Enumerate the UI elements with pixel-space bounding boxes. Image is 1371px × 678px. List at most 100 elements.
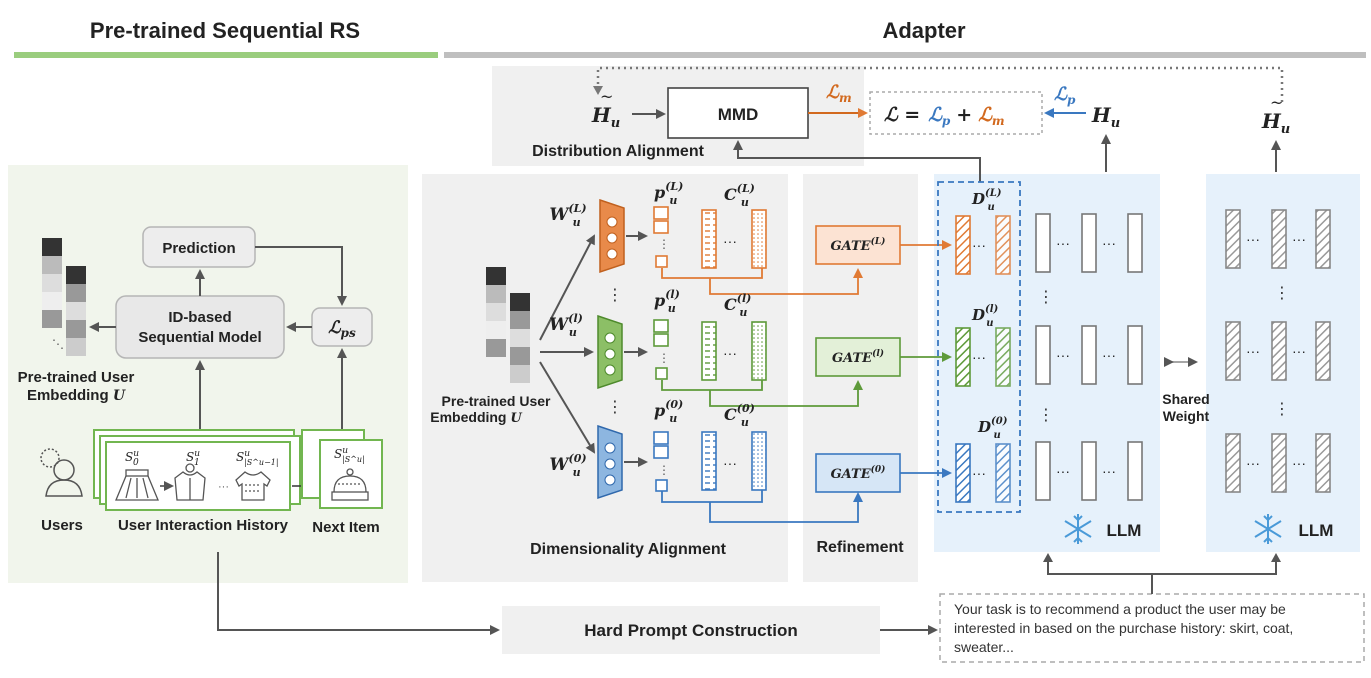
middle-embedding-label-2: Embedding U (430, 409, 522, 426)
arrow-prompt-to-llms (1047, 558, 1277, 594)
d-vectors-dashed-box (937, 181, 1021, 513)
gate-0-label: GATE(0) (831, 464, 886, 482)
llm1-hidden-vectors (1035, 213, 1143, 501)
llm1-dots-1a: ··· (1056, 235, 1070, 251)
gate-L-box (815, 225, 901, 265)
w-0-label: W(0)u (549, 452, 586, 479)
d-l-dots: ··· (972, 349, 986, 365)
prompt-text-box (939, 593, 1365, 663)
seq-ellipsis: ··· (218, 481, 229, 493)
arrow-emb-to-wL (539, 234, 595, 341)
snowflake-icon-2 (1254, 514, 1282, 544)
h-tilde-left: Hu (591, 103, 620, 131)
p-0-label: p(0)u (654, 398, 683, 425)
mmd-label: MMD (718, 105, 759, 124)
d-l-bar-1 (955, 327, 971, 387)
snowflake-icon-1 (1064, 514, 1092, 544)
prompt-text-line-1: Your task is to recommend a product the … (954, 601, 1286, 617)
coat-icon (174, 463, 206, 501)
p-l-label: p(l)u (654, 288, 680, 315)
loss-p-label: ℒp (1054, 84, 1076, 107)
left-embedding-ellipsis: ⋱ (52, 337, 64, 351)
w-L-label: W(L)u (549, 202, 586, 229)
arrow-prediction-to-loss (255, 246, 347, 306)
llm2-vdots-2: ⋮ (1274, 401, 1290, 418)
llm2-dots-2a: ··· (1246, 343, 1260, 359)
middle-embedding-icon (486, 267, 530, 383)
arrow-d-to-mmd (733, 140, 981, 182)
loss-m-label: ℒm (826, 82, 852, 105)
llm-2-label: LLM (1299, 521, 1334, 540)
llm2-hidden-vectors (1225, 209, 1331, 493)
gate-0-box (815, 453, 901, 493)
c-l-label: C(l)u (724, 292, 751, 319)
svg-text:⋮: ⋮ (658, 351, 670, 365)
h-tilde-right: Hu (1261, 109, 1290, 137)
history-label: User Interaction History (118, 517, 289, 534)
llm2-dots-1a: ··· (1246, 231, 1260, 247)
left-section-bar (14, 52, 438, 58)
loss-ps-label: ℒps (328, 318, 356, 340)
adapter-layer-0: W(0)u p(0)u ⋮ C(0)u ··· (549, 398, 863, 523)
vdots-middle-2: ⋮ (607, 399, 623, 416)
seq-item-2-label: Su|S^u−1| (236, 449, 279, 467)
middle-embedding-label-1: Pre-trained User (442, 393, 551, 409)
prompt-text-line-3: sweater... (954, 639, 1014, 655)
d-0-bar-1 (955, 443, 971, 503)
llm1-vdots-1: ⋮ (1038, 289, 1054, 306)
adapter-layer-l: W(l)u p(l)u ⋮ C(l)u ··· (549, 288, 863, 407)
gate-l-label: GATE(l) (832, 348, 884, 366)
sequential-model-label-2: Sequential Model (138, 329, 261, 346)
right-section-title: Adapter (882, 18, 966, 43)
next-frame (319, 439, 383, 509)
svg-text:···: ··· (723, 345, 737, 361)
sequential-model-box (115, 295, 285, 359)
d-0-bar-2 (995, 443, 1011, 503)
svg-text:···: ··· (723, 455, 737, 471)
seq-next-label: Su|S^u| (334, 446, 365, 464)
w-l-label: W(l)u (549, 312, 583, 339)
history-frame (105, 441, 291, 511)
llm2-vdots-1: ⋮ (1274, 285, 1290, 302)
c-0-label: C(0)u (724, 402, 755, 429)
pretrained-embedding-icon (42, 238, 86, 356)
d-l-label: D(l)u (971, 304, 999, 329)
svg-text:⋮: ⋮ (658, 237, 670, 251)
llm2-dots-1b: ··· (1292, 231, 1306, 247)
users-icon (40, 448, 83, 497)
right-section-bar (444, 52, 1366, 58)
next-item-label: Next Item (312, 519, 380, 536)
d-l-bar-2 (995, 327, 1011, 387)
hat-icon (331, 468, 369, 501)
d-L-bar-2 (995, 215, 1011, 275)
llm1-dots-3b: ··· (1102, 463, 1116, 479)
total-loss-label: ℒ =ℒp+ℒm (884, 104, 1005, 128)
arrow-emb-to-w0 (539, 361, 596, 454)
c-L-label: C(L)u (724, 182, 755, 209)
vdots-middle-1: ⋮ (607, 287, 623, 304)
llm1-vdots-2: ⋮ (1038, 407, 1054, 424)
gate-l-box (815, 337, 901, 377)
users-label: Users (41, 517, 83, 534)
arrowhead-llm2-input (1271, 553, 1281, 562)
d-0-label: D(0)u (977, 416, 1008, 441)
prompt-text-line-2: interested in based on the purchase hist… (954, 620, 1293, 636)
svg-text:⋮: ⋮ (658, 463, 670, 477)
total-loss-box (869, 91, 1043, 135)
arrowhead-llm1-input (1043, 553, 1053, 562)
llm2-dots-3a: ··· (1246, 455, 1260, 471)
llm1-dots-3a: ··· (1056, 463, 1070, 479)
svg-text:···: ··· (723, 233, 737, 249)
sweater-icon (235, 471, 271, 501)
left-section-title: Pre-trained Sequential RS (90, 18, 360, 43)
d-L-dots: ··· (972, 237, 986, 253)
prediction-label: Prediction (162, 240, 235, 257)
h-tilde-left-mark: ~ (600, 87, 613, 106)
hard-prompt-box (502, 606, 880, 654)
d-0-dots: ··· (972, 465, 986, 481)
distribution-alignment-label: Distribution Alignment (532, 143, 705, 160)
llm1-dots-2b: ··· (1102, 347, 1116, 363)
